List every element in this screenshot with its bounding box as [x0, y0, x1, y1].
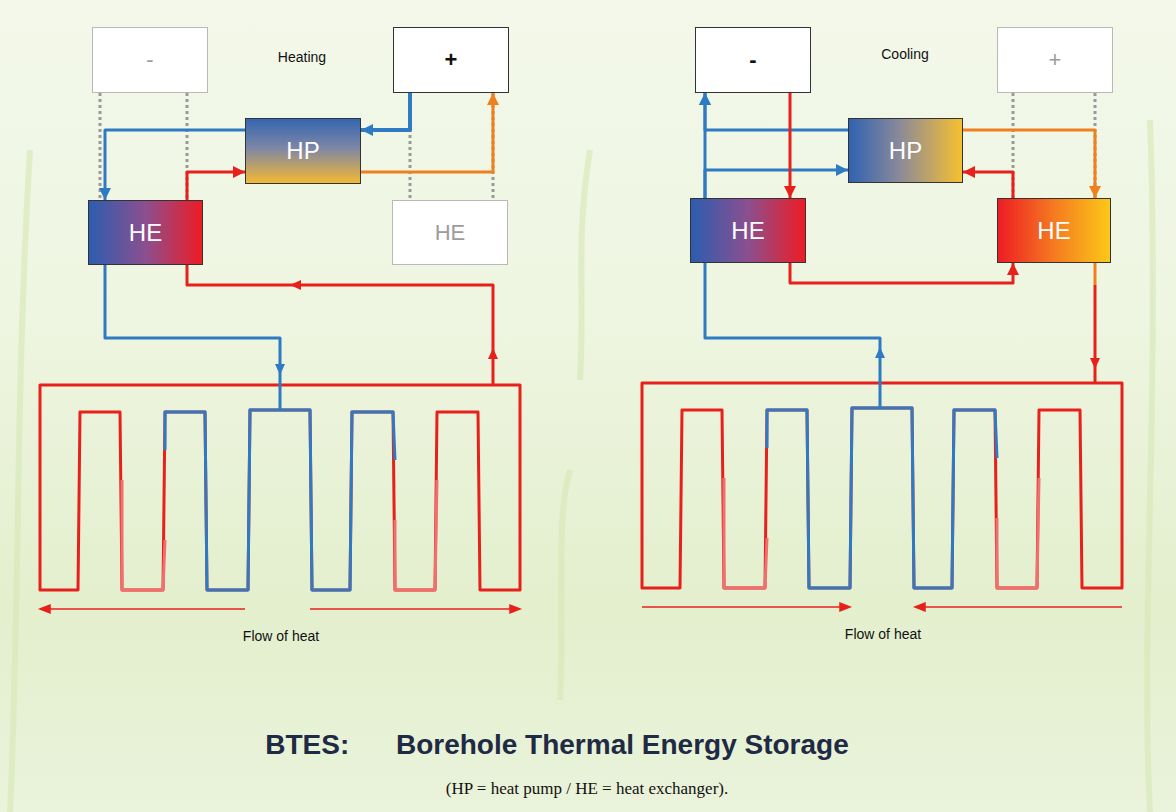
field-pipes	[105, 263, 1100, 410]
box-label: HE	[129, 219, 162, 247]
heat-pump-box: HP	[245, 118, 361, 184]
pipe-connector	[105, 130, 245, 200]
minus-box: -	[92, 27, 208, 93]
box-label: +	[445, 47, 458, 73]
heat-exchanger-box: HE	[88, 200, 203, 265]
box-label: HE	[1037, 217, 1070, 245]
dotted-connector	[1013, 93, 1095, 198]
borehole-field	[40, 385, 520, 590]
annotation-label: Heating	[278, 49, 326, 65]
flow-arrows	[40, 603, 1122, 613]
annotation-label: Flow of heat	[243, 628, 319, 644]
annotation-label: Flow of heat	[845, 626, 921, 642]
pipe-connector	[705, 93, 848, 130]
pipe-connector	[790, 263, 1013, 283]
caption-text: (HP = heat pump / HE = heat exchanger).	[446, 779, 728, 799]
box-label: HP	[286, 137, 319, 165]
heat-exchanger-box: HE	[392, 200, 508, 265]
box-label: HE	[731, 217, 764, 245]
heat-exchanger-box: HE	[690, 198, 806, 263]
pipe-connector	[187, 172, 245, 200]
heat-exchanger-box: HE	[997, 198, 1111, 263]
pipe-connector	[963, 172, 1013, 198]
page-title: BTES: Borehole Thermal Energy Storage	[265, 729, 848, 761]
box-label: -	[749, 47, 756, 73]
pipe-connector	[963, 130, 1095, 198]
plus-box: +	[393, 27, 509, 93]
pipe-connector	[705, 170, 848, 198]
annotation-label: Cooling	[881, 46, 928, 62]
box-label: +	[1049, 47, 1062, 73]
box-label: -	[146, 47, 153, 73]
box-label: HE	[435, 220, 466, 246]
pipe-connector	[361, 93, 493, 172]
dotted-connector	[100, 93, 187, 200]
plus-box: +	[997, 27, 1113, 93]
heat-pump-box: HP	[848, 118, 963, 183]
pipe-connector	[361, 93, 410, 130]
dotted-connector	[410, 93, 493, 200]
minus-box: -	[695, 27, 811, 93]
box-label: HP	[889, 137, 922, 165]
pipe-connector	[789, 93, 792, 198]
